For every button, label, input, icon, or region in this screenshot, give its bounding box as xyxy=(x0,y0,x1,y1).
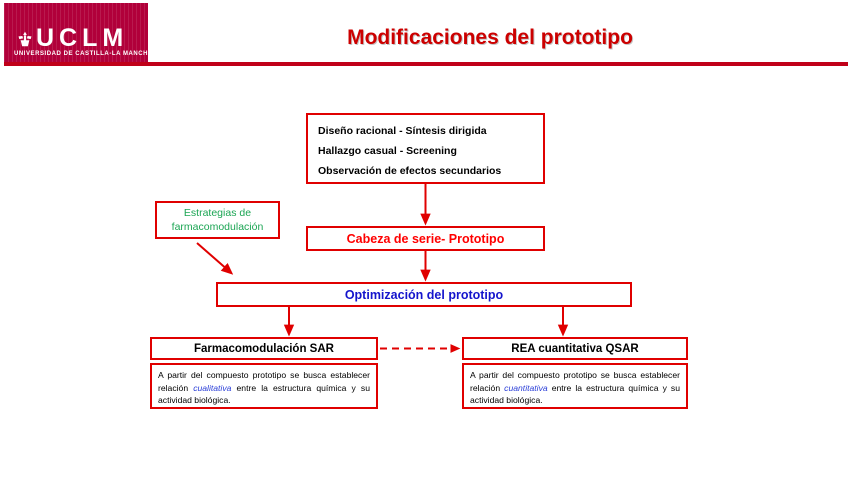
sources-line-3: Observación de efectos secundarios xyxy=(318,165,502,177)
qsar-description-text: A partir del compuesto prototipo se busc… xyxy=(470,369,680,407)
qsar-text-pre: A partir del compuesto prototipo se busc… xyxy=(470,370,680,393)
sar-heading-box: Farmacomodulación SAR xyxy=(150,337,378,360)
uclm-logo: UCLM UNIVERSIDAD DE CASTILLA-LA MANCHA xyxy=(4,3,148,62)
sar-description-text: A partir del compuesto prototipo se busc… xyxy=(158,369,370,407)
qsar-heading-box: REA cuantitativa QSAR xyxy=(462,337,688,360)
uclm-crest-icon xyxy=(18,31,32,47)
sar-description-box: A partir del compuesto prototipo se busc… xyxy=(150,363,378,409)
strategies-line-1: Estrategias de xyxy=(183,207,252,219)
sources-line-1: Diseño racional - Síntesis dirigida xyxy=(318,125,487,137)
sources-box: Diseño racional - Síntesis dirigida Hall… xyxy=(306,113,545,184)
qsar-text-post: entre la estructura química y su activid… xyxy=(470,382,681,406)
slide-header: UCLM UNIVERSIDAD DE CASTILLA-LA MANCHA M… xyxy=(0,0,848,75)
sar-text-pre: A partir del compuesto prototipo se busc… xyxy=(158,370,370,393)
qsar-description-box: A partir del compuesto prototipo se busc… xyxy=(462,363,688,409)
page-title: Modificaciones del prototipo xyxy=(347,26,633,49)
optimization-box: Optimización del prototipo xyxy=(216,282,632,307)
logo-subtitle: UNIVERSIDAD DE CASTILLA-LA MANCHA xyxy=(14,51,148,57)
header-divider-segment xyxy=(148,62,848,65)
logo-wordmark: UCLM xyxy=(36,24,129,52)
strategies-box: Estrategias de farmacomodulación xyxy=(155,201,280,239)
sar-text-post: entre la estructura química y su activid… xyxy=(158,382,370,406)
strategies-line-2: farmacomodulación xyxy=(171,221,264,233)
qsar-text-highlight: cuantitativa xyxy=(504,382,548,393)
sar-text-highlight: cualitativa xyxy=(193,382,232,393)
lead-compound-box: Cabeza de serie- Prototipo xyxy=(306,226,545,251)
arrow-strategies-to-lead xyxy=(196,242,234,275)
sources-line-2: Hallazgo casual - Screening xyxy=(318,145,457,157)
strategies-label: Estrategias de farmacomodulación xyxy=(172,206,264,234)
